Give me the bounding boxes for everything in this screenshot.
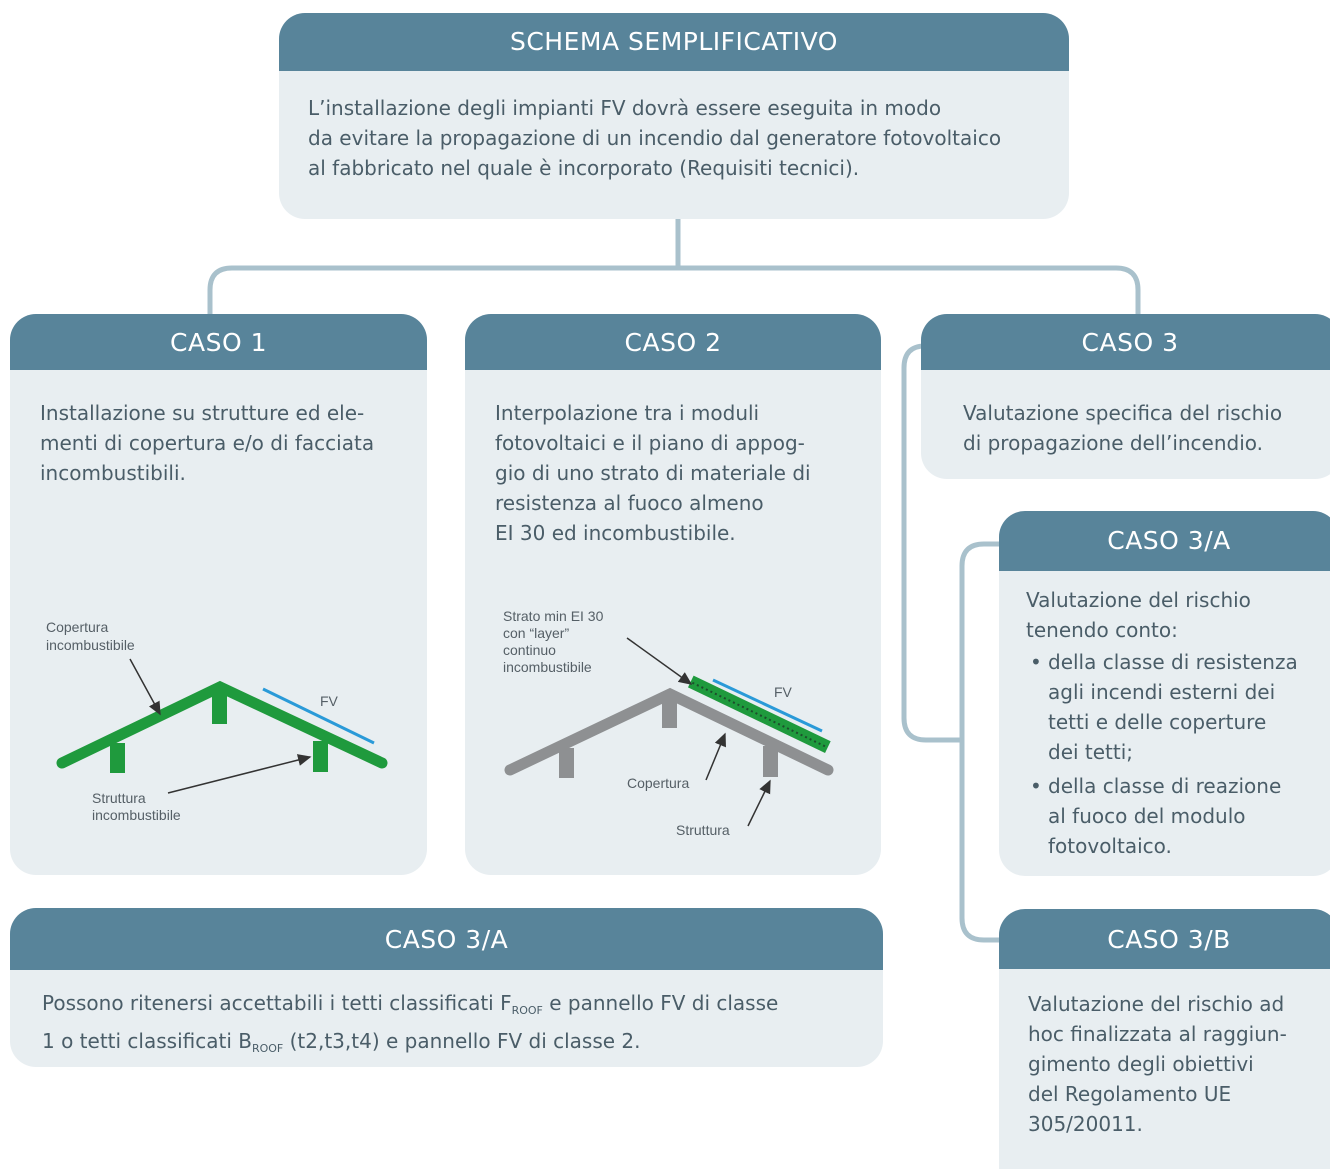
caso3a-right-box: CASO 3/A Valutazione del rischio tenendo… [999,511,1330,876]
copertura-arrow [705,732,726,781]
schema-title: SCHEMA SEMPLIFICATIVO [279,13,1069,71]
copertura-label-1: Copertura [46,619,108,635]
struttura-label-1: Struttura [92,790,146,806]
caso2-box: CASO 2 Interpolazione tra i moduli fotov… [465,314,881,875]
caso3-box: CASO 3 Valutazione specifica del rischio… [921,314,1330,479]
caso1-text: Installazione su strutture ed ele- menti… [40,401,375,485]
strato-label-1: Strato min EI 30 [503,608,604,624]
strato-arrow [626,637,693,685]
struttura-label: Struttura [676,822,730,838]
struttura-arrow [747,779,771,827]
caso2-roof-illustration: FV Strato min EI 30 con “layer” continuo… [503,608,834,838]
caso3a-bottom-box: CASO 3/A Possono ritenersi accettabili i… [10,908,883,1067]
caso3a-bottom-title: CASO 3/A [10,908,883,970]
caso3b-box: CASO 3/B Valutazione del rischio ad hoc … [999,909,1330,1169]
fv-panel [712,678,823,733]
caso3a-right-text: Valutazione del rischio tenendo conto: d… [999,571,1330,861]
bullet-item: della classe di resistenza agli incendi … [1026,647,1330,767]
gray-roof [504,687,834,776]
copertura-arrow [129,658,161,716]
caso2-title: CASO 2 [465,314,881,370]
fv-label: FV [320,693,339,709]
caso3-title: CASO 3 [921,314,1330,370]
caso3b-text: Valutazione del rischio ad hoc finalizza… [1028,992,1287,1136]
strato-label-2: con “layer” [503,625,569,641]
caso3a-bullets: della classe di resistenza agli incendi … [1026,647,1330,861]
green-roof [56,680,388,769]
fv-label: FV [774,684,793,700]
caso1-title: CASO 1 [10,314,427,370]
caso3a-right-title: CASO 3/A [999,511,1330,571]
caso2-text: Interpolazione tra i moduli fotovoltaici… [495,401,811,545]
caso3a-bottom-text: Possono ritenersi accettabili i tetti cl… [42,991,779,1055]
schema-box: SCHEMA SEMPLIFICATIVO L’installazione de… [279,13,1069,219]
caso3-text: Valutazione specifica del rischio di pro… [963,401,1283,455]
fv-panel [262,687,375,745]
caso3b-title: CASO 3/B [999,909,1330,969]
strato-label-4: incombustibile [503,659,592,675]
struttura-label-2: incombustibile [92,807,181,823]
green-layer [687,675,831,753]
caso1-roof-illustration: FV Copertura incombustibile Struttura in… [46,619,388,823]
struttura-arrow [167,754,312,794]
caso1-box: CASO 1 Installazione su strutture ed ele… [10,314,427,875]
bullet-item: della classe di reazione al fuoco del mo… [1026,771,1330,861]
copertura-label-2: incombustibile [46,637,135,653]
strato-label-3: continuo [503,642,556,658]
copertura-label: Copertura [627,775,689,791]
gray-supports [559,698,778,778]
roof-supports [110,692,328,773]
schema-text: L’installazione degli impianti FV dovrà … [308,96,1002,180]
